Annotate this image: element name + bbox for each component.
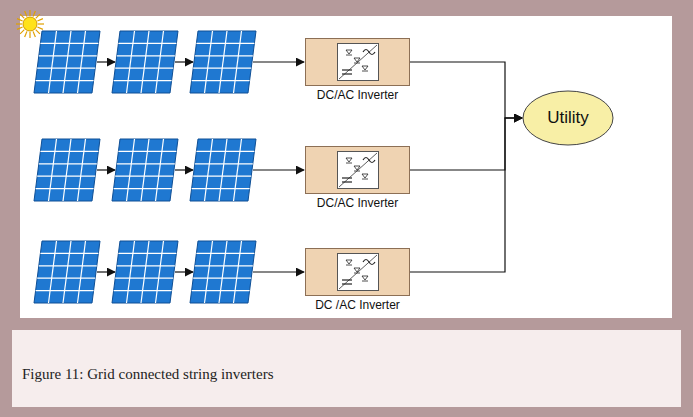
inverter-label: DC/AC Inverter (303, 196, 412, 210)
solar-panel (34, 139, 100, 201)
inverter-symbol (337, 43, 379, 81)
inverter-body (305, 38, 410, 86)
string-wire (175, 271, 193, 272)
inverter-symbol (337, 253, 379, 291)
panel-string (34, 241, 304, 303)
string-wire (253, 61, 304, 62)
inverter-body (305, 146, 410, 194)
string-wire (97, 61, 115, 62)
string-wire (175, 169, 193, 170)
panel-string (34, 31, 304, 93)
panel-string (34, 139, 304, 201)
solar-panel (190, 31, 256, 93)
string-wire (97, 169, 115, 170)
solar-panel (112, 31, 178, 93)
ac-connector (410, 62, 522, 118)
inverter-box: DC/AC Inverter (303, 146, 412, 210)
figure-caption: Figure 11: Grid connected string inverte… (22, 366, 273, 383)
inverter-box: DC/AC Inverter (303, 38, 412, 102)
solar-panel (112, 139, 178, 201)
node-label: Utility (522, 108, 614, 128)
string-wire (97, 271, 115, 272)
inverter-symbol (337, 151, 379, 189)
ac-connector (410, 118, 522, 272)
inverter-body (305, 248, 410, 296)
inverter-box: DC /AC Inverter (303, 248, 412, 312)
solar-panel (190, 241, 256, 303)
string-wire (253, 169, 304, 170)
sun-icon (16, 10, 44, 38)
inverter-label: DC/AC Inverter (303, 88, 412, 102)
string-wire (175, 61, 193, 62)
solar-panel (34, 241, 100, 303)
solar-panel (190, 139, 256, 201)
solar-panel (112, 241, 178, 303)
inverter-label: DC /AC Inverter (303, 298, 412, 312)
string-wire (253, 271, 304, 272)
solar-panel (34, 31, 100, 93)
utility-ellipse: Utility (522, 90, 614, 146)
